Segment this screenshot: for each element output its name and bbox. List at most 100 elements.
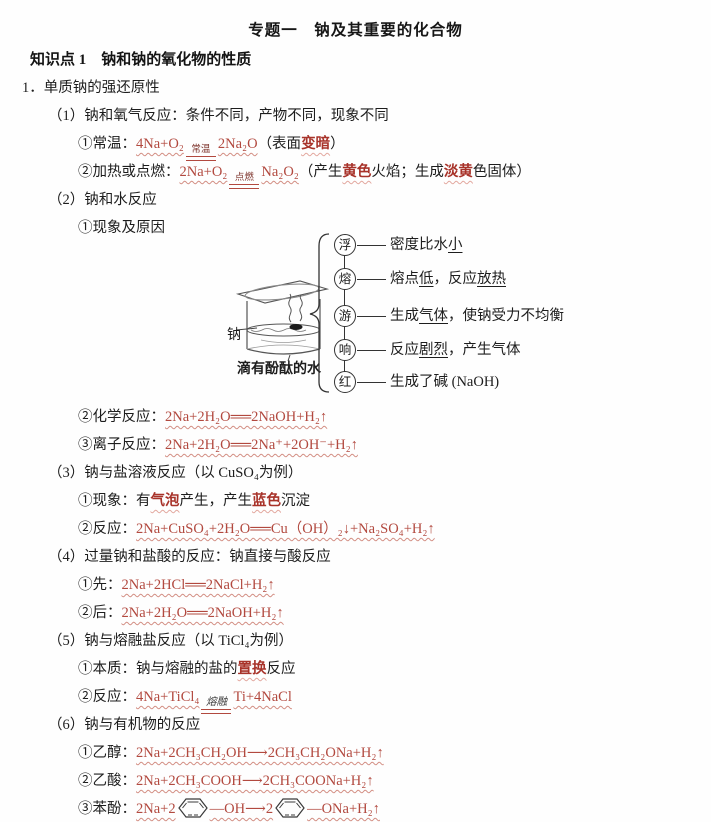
text: ，反应 xyxy=(433,271,478,287)
connector-dash xyxy=(357,316,386,317)
molten-salt-essence: ①本质：钠与熔融的盐的置换反应 xyxy=(0,655,711,683)
phenomenon-node-4: 响 xyxy=(334,339,356,361)
condition-label: 常温 xyxy=(191,145,211,155)
keyword-highlight: 变暗 xyxy=(301,136,331,152)
text: 密度比水 xyxy=(390,237,448,253)
connector-dash xyxy=(357,350,386,351)
text: ①乙醇： xyxy=(78,745,136,761)
content-block-bottom: ②化学反应：2Na+2H₂O══2NaOH+H₂↑③离子反应：2Na+2H₂O═… xyxy=(0,403,711,822)
text: （6）钠与有机物的反应 xyxy=(48,717,201,733)
text: ②加热或点燃： xyxy=(78,164,180,180)
equation-text: 2Na₂O xyxy=(217,136,258,152)
keyword-highlight: 气泡 xyxy=(150,493,180,509)
text: （5）钠与熔融盐反应（以 TiCl₄为例） xyxy=(48,633,294,649)
equation-text: 2Na+2CH₃COOH⟶2CH₃COONa+H₂↑ xyxy=(136,773,374,789)
keyword-highlight: 蓝色 xyxy=(252,493,281,509)
sub-item-3: （3）钠与盐溶液反应（以 CuSO₄为例） xyxy=(0,459,711,487)
sub-item-1: （1）钠和氧气反应：条件不同，产物不同，现象不同 xyxy=(0,102,711,130)
equation-text: 2Na+2H₂O══2Na⁺+2OH⁻+H₂↑ xyxy=(165,437,358,453)
equation-text: Na₂O₂ xyxy=(261,164,299,180)
connector-dash xyxy=(357,245,386,246)
double-line-equals xyxy=(185,156,216,161)
underlined-text: 剧烈 xyxy=(419,342,448,358)
equation-text: 4Na+O₂ xyxy=(136,136,184,152)
equation-text: 4Na+TiCl₄ xyxy=(136,689,200,705)
salt-equation: ②反应：2Na+CuSO₄+2H₂O══Cu（OH）₂↓+Na₂SO₄+H₂↑ xyxy=(0,515,711,543)
keyword-highlight: 黄色 xyxy=(342,164,372,180)
text: 生成 xyxy=(390,308,419,324)
beaker-body xyxy=(246,299,321,355)
underlined-text: 放热 xyxy=(477,271,506,287)
phenol-equation: ③苯酚：2Na+2 —OH⟶2 —ONa+H₂↑ xyxy=(0,795,711,822)
reaction-condition: 点燃 xyxy=(229,173,260,189)
text: （1）钠和氧气反应：条件不同，产物不同，现象不同 xyxy=(48,108,389,124)
text: 色固体） xyxy=(472,164,531,180)
double-line-equals xyxy=(201,709,232,714)
equation-text: 2Na+2CH₃CH₂OH⟶2CH₃CH₂ONa+H₂↑ xyxy=(136,745,384,761)
text: ③苯酚： xyxy=(78,801,136,817)
equation-text: 2Na+2H₂O══2NaOH+H₂↑ xyxy=(165,409,328,425)
text: 沉淀 xyxy=(281,493,310,509)
text: ①本质：钠与熔融的盐的 xyxy=(78,661,238,677)
text: 产生，产生 xyxy=(179,493,253,509)
phenomenon-node-3: 游 xyxy=(334,305,356,327)
connector-dash xyxy=(357,382,386,383)
phenomena-heading: ①现象及原因 xyxy=(0,214,711,242)
equation-text: —OH⟶2 xyxy=(209,801,274,817)
text: ②乙酸： xyxy=(78,773,136,789)
page-title: 专题一 钠及其重要的化合物 xyxy=(248,22,463,39)
equation-text: 2Na+O₂ xyxy=(179,164,228,180)
keyword-highlight: 淡黄 xyxy=(443,164,473,180)
text: （表面 xyxy=(257,136,302,152)
water-pointer-line xyxy=(287,354,291,362)
sub-item-2: （2）钠和水反应 xyxy=(0,186,711,214)
beaker-illustration xyxy=(235,280,330,362)
text: 反应 xyxy=(390,342,419,358)
sodium-water-diagram: 钠 滴有酚酞的水 浮密度比水小熔熔点低，反应放热游生成气体，使钠受力不均衡响反应… xyxy=(0,233,711,403)
text: （3）钠与盐溶液反应（以 CuSO₄为例） xyxy=(48,465,303,481)
salt-phenomena: ①现象：有气泡产生，产生蓝色沉淀 xyxy=(0,487,711,515)
keyword-highlight: 置换 xyxy=(237,661,267,677)
sub-item-5: （5）钠与熔融盐反应（以 TiCl₄为例） xyxy=(0,627,711,655)
phenomenon-desc-4: 反应剧烈，产生气体 xyxy=(390,339,521,361)
text: ①现象：有 xyxy=(78,493,151,509)
text: 生成了碱 (NaOH) xyxy=(390,374,500,390)
condition-label: 点燃 xyxy=(234,173,254,183)
equation-text: Ti+4NaCl xyxy=(233,689,292,705)
knowledge-point-title: 知识点 1 钠和钠的氧化物的性质 xyxy=(30,52,252,68)
phenomenon-node-1: 浮 xyxy=(334,234,356,256)
acid-first-equation: ①先：2Na+2HCl══2NaCl+H₂↑ xyxy=(0,571,711,599)
text: ，使钠受力不均衡 xyxy=(448,308,564,324)
ionic-equation-water: ③离子反应：2Na+2H₂O══2Na⁺+2OH⁻+H₂↑ xyxy=(0,431,711,459)
section-heading: 知识点 1 钠和钠的氧化物的性质 xyxy=(0,46,711,74)
connector-dash xyxy=(357,279,386,280)
equation-text: 2Na+CuSO₄+2H₂O══Cu（OH）₂↓+Na₂SO₄+H₂↑ xyxy=(136,521,435,537)
chemical-equation-water: ②化学反应：2Na+2H₂O══2NaOH+H₂↑ xyxy=(0,403,711,431)
acid-then-equation: ②后：2Na+2H₂O══2NaOH+H₂↑ xyxy=(0,599,711,627)
double-line-equals xyxy=(229,184,260,189)
phenolphthalein-water-label: 滴有酚酞的水 xyxy=(237,362,321,377)
phenomenon-desc-2: 熔点低，反应放热 xyxy=(390,268,506,290)
benzene-ring-icon xyxy=(275,798,305,818)
text: ①常温： xyxy=(78,136,136,152)
smoke-wisps xyxy=(288,293,303,323)
text: ②反应： xyxy=(78,521,136,537)
text: ②后： xyxy=(78,605,122,621)
underlined-text: 气体 xyxy=(419,308,448,324)
text: 火焰；生成 xyxy=(371,164,444,180)
phenomenon-desc-3: 生成气体，使钠受力不均衡 xyxy=(390,305,564,327)
equation-text: 2Na+2 xyxy=(136,801,176,817)
equation-text: 2Na+2H₂O══2NaOH+H₂↑ xyxy=(121,605,284,621)
text: ①现象及原因 xyxy=(78,220,165,236)
water-surface xyxy=(246,323,321,343)
ethanol-equation: ①乙醇：2Na+2CH₃CH₂OH⟶2CH₃CH₂ONa+H₂↑ xyxy=(0,739,711,767)
brace-icon xyxy=(309,233,330,393)
text: ③离子反应： xyxy=(78,437,165,453)
text: ②反应： xyxy=(78,689,136,705)
phenomenon-node-5: 红 xyxy=(334,371,356,393)
phenomenon-desc-5: 生成了碱 (NaOH) xyxy=(390,371,499,393)
